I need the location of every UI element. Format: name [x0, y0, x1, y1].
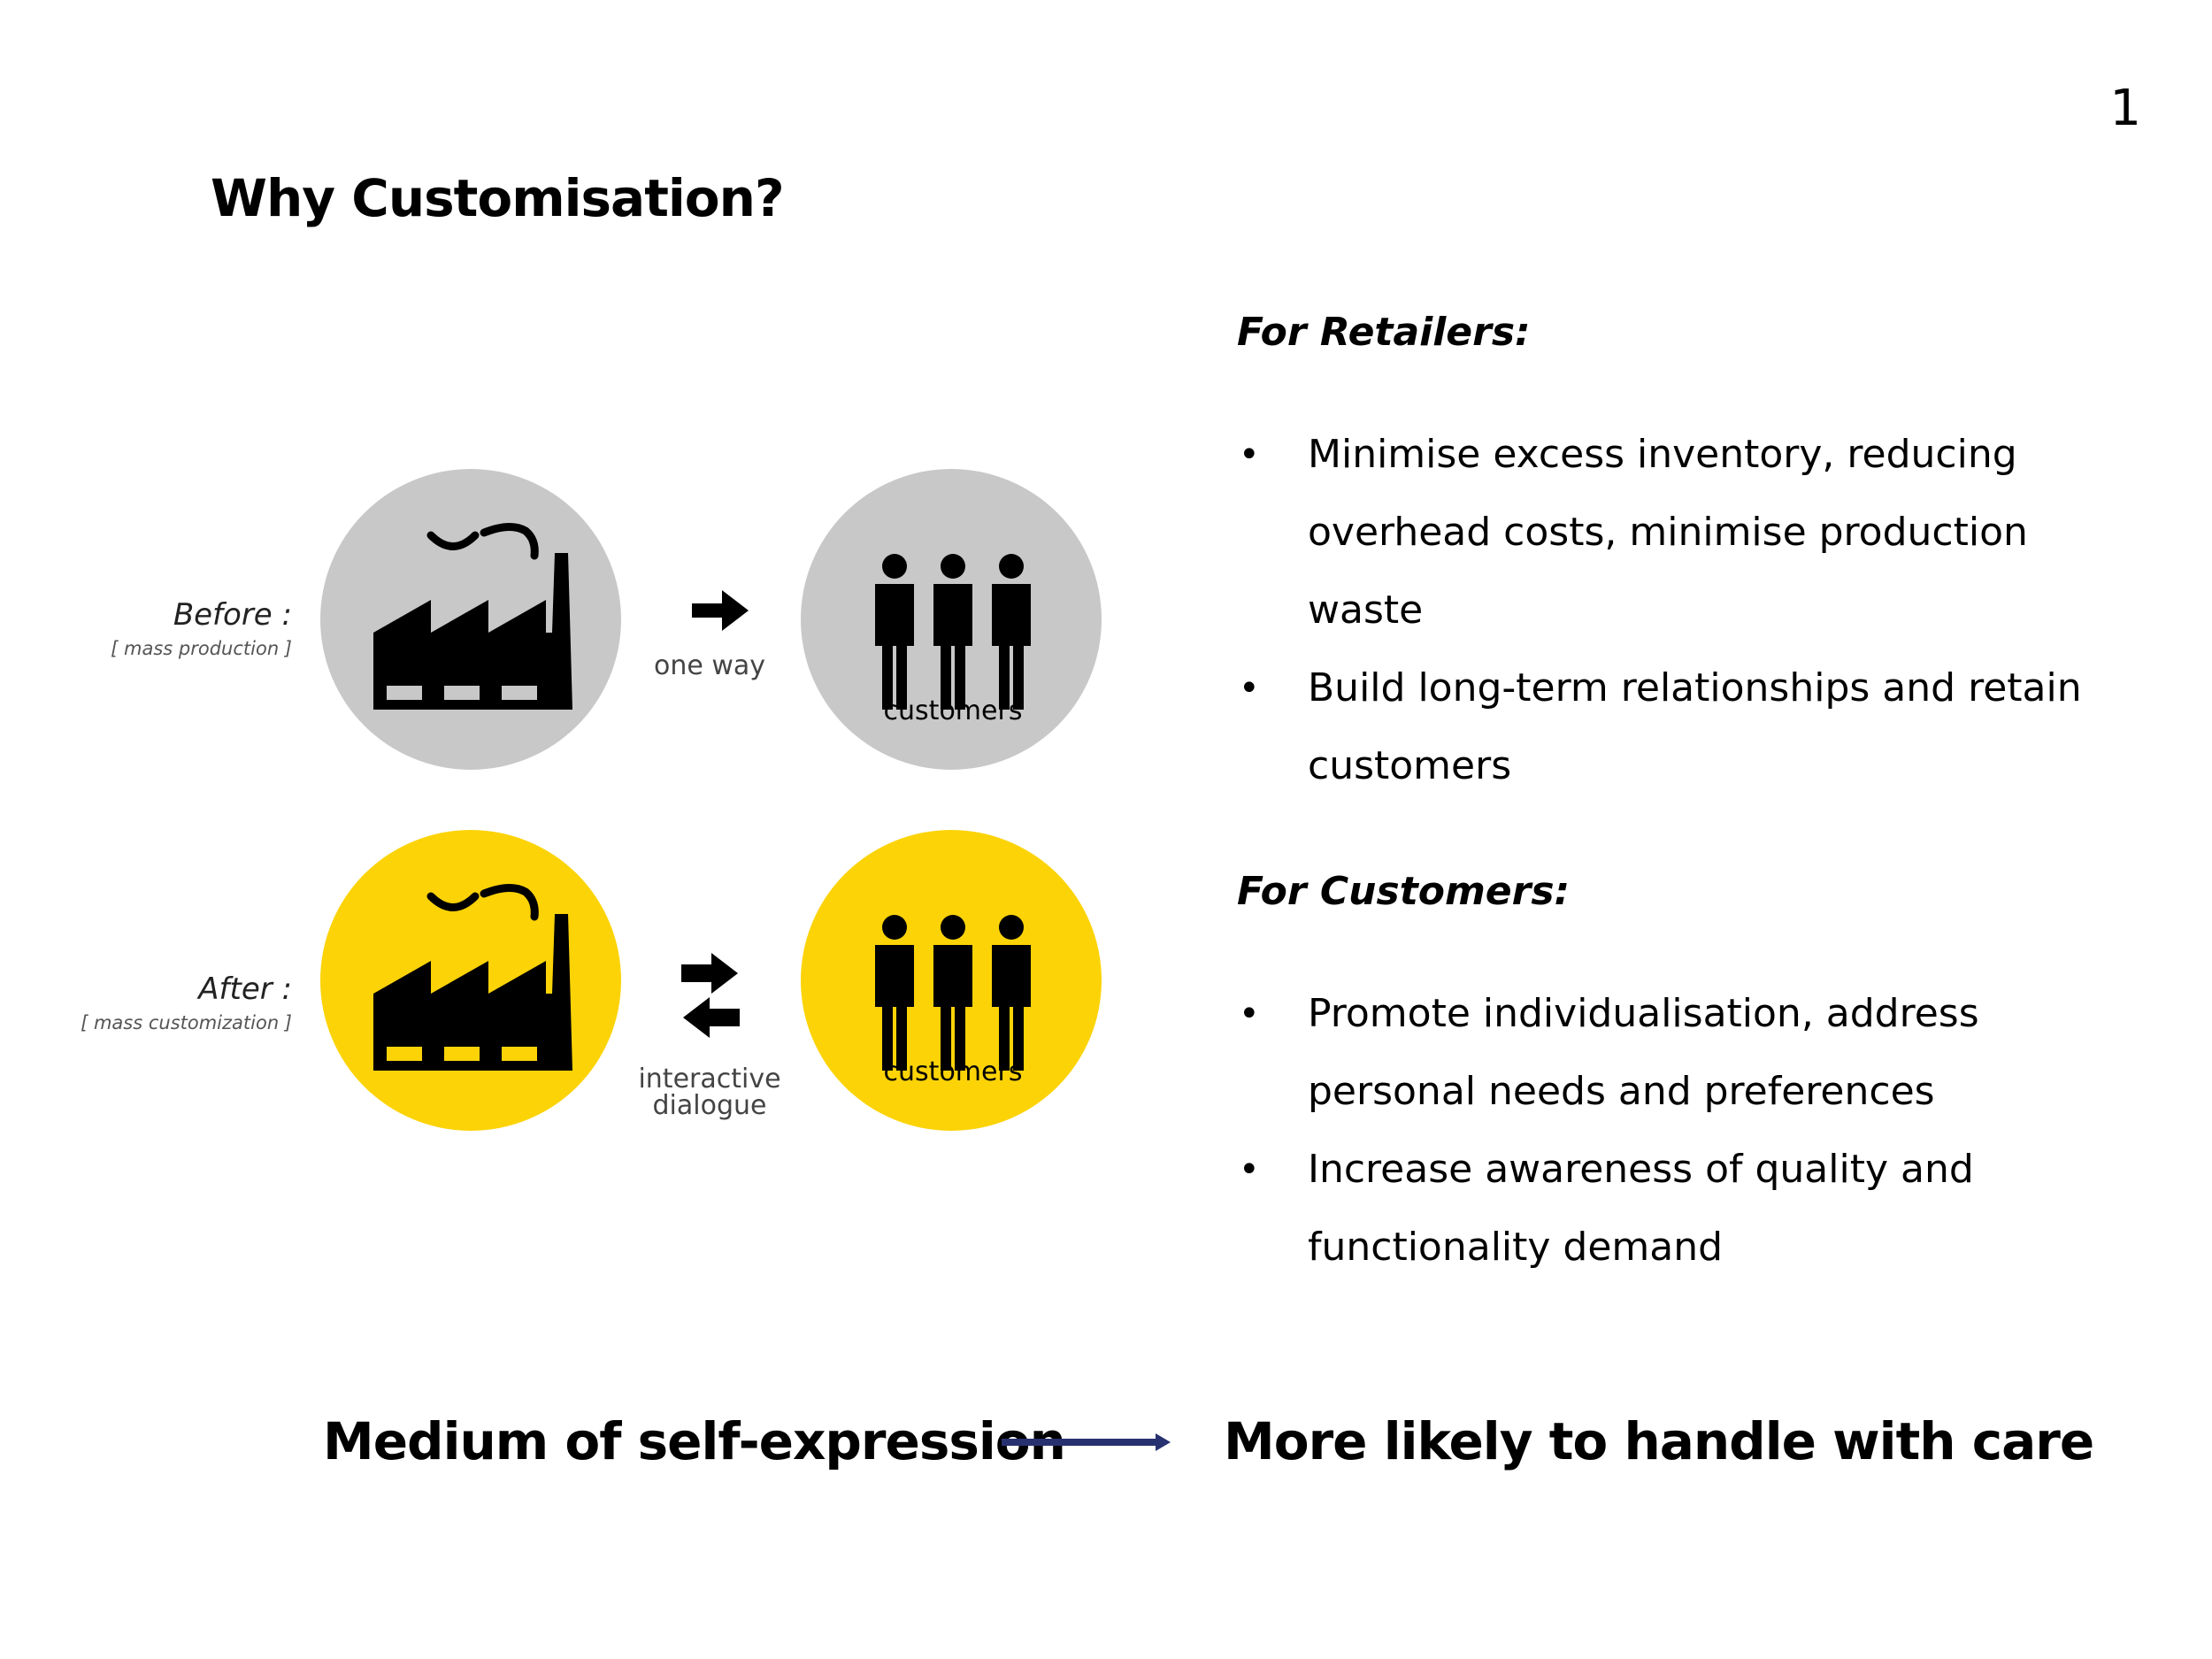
list-item: • Increase awareness of quality and func…: [1237, 1131, 2139, 1286]
bidirectional-arrows-icon: [680, 951, 741, 1040]
list-item-text: personal needs and preferences: [1308, 1069, 1935, 1114]
bullet-icon: •: [1239, 668, 1260, 709]
bullet-icon: •: [1239, 1149, 1260, 1190]
one-way-caption: one way: [653, 650, 766, 681]
list-item: • Build long-term relationships and reta…: [1237, 649, 2139, 805]
list-item-text: Promote individualisation, address: [1308, 991, 1979, 1036]
bullet-icon: •: [1239, 434, 1260, 475]
people-icon: customers: [875, 554, 1031, 726]
list-item-text: Increase awareness of quality and: [1308, 1147, 1974, 1192]
list-item-text: functionality demand: [1308, 1225, 1724, 1270]
customers-label-before: customers: [884, 695, 1023, 726]
footer-left-text: Medium of self-expression: [323, 1411, 1066, 1471]
people-icon: customers: [875, 915, 1031, 1087]
before-sublabel: [ mass production ]: [111, 638, 292, 659]
list-item-text: customers: [1308, 743, 1512, 788]
before-label: Before :: [173, 597, 292, 633]
before-label-group: Before : [ mass production ]: [27, 597, 292, 659]
page-title: Why Customisation?: [211, 168, 785, 228]
factory-icon: [373, 523, 572, 710]
factory-icon: [373, 884, 572, 1071]
interactive-dialogue-line2: dialogue: [652, 1090, 767, 1121]
interactive-dialogue-caption: interactive dialogue: [621, 1066, 798, 1119]
footer-arrow-icon: [1000, 1429, 1172, 1455]
after-sublabel: [ mass customization ]: [81, 1012, 292, 1033]
customers-heading: For Customers:: [1237, 869, 1571, 914]
list-item: • Promote individualisation, address per…: [1237, 975, 2139, 1131]
factory-circle-before: [320, 469, 621, 770]
footer-right-text: More likely to handle with care: [1224, 1411, 2094, 1471]
factory-circle-after: [320, 830, 621, 1131]
customers-label-after: customers: [884, 1056, 1023, 1087]
after-label-group: After : [ mass customization ]: [27, 972, 292, 1033]
bullet-icon: •: [1239, 994, 1260, 1034]
arrow-right-icon: [690, 588, 752, 633]
customers-bullet-list: • Promote individualisation, address per…: [1237, 975, 2139, 1286]
page-number: 1: [2109, 80, 2141, 137]
customers-circle-after: customers: [801, 830, 1102, 1131]
list-item-text: overhead costs, minimise production wast…: [1308, 510, 2028, 633]
after-label: After :: [198, 972, 292, 1007]
list-item-text: Minimise excess inventory, reducing: [1308, 432, 2017, 477]
customers-circle-before: customers: [801, 469, 1102, 770]
list-item: • Minimise excess inventory, reducing ov…: [1237, 416, 2139, 649]
retailers-bullet-list: • Minimise excess inventory, reducing ov…: [1237, 416, 2139, 805]
list-item-text: Build long-term relationships and retain: [1308, 665, 2082, 710]
interactive-dialogue-line1: interactive: [638, 1064, 781, 1094]
retailers-heading: For Retailers:: [1237, 310, 1531, 355]
